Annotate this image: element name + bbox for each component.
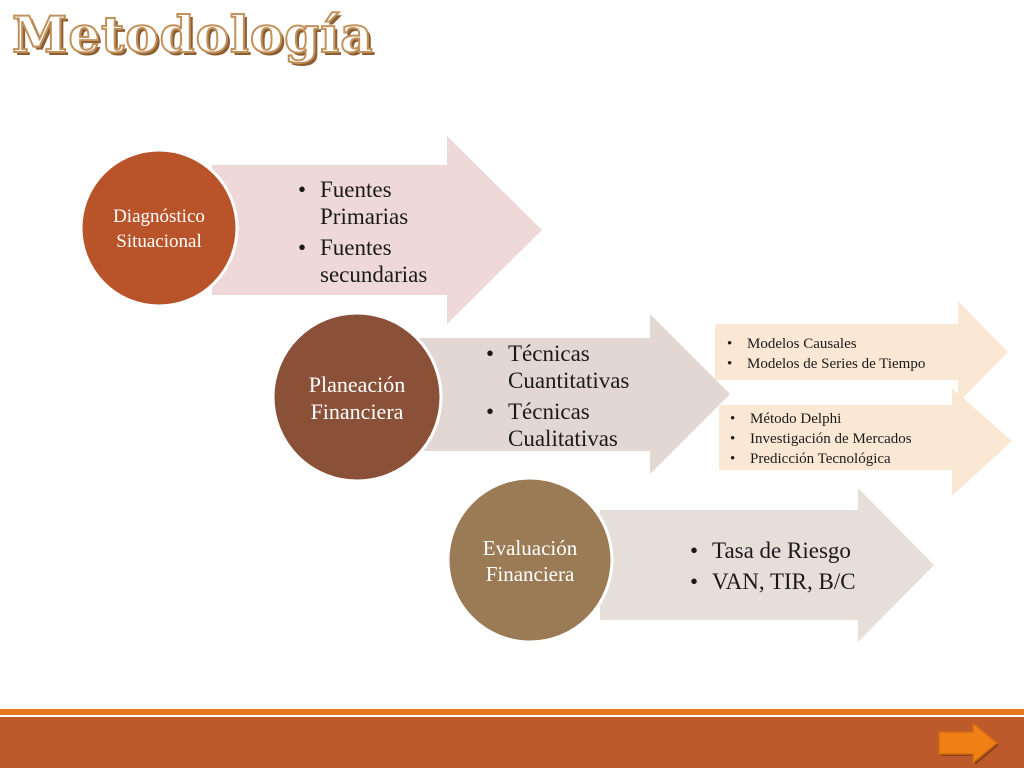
detail-item: Modelos Causales <box>727 334 967 354</box>
slide-title: Metodología <box>11 5 374 64</box>
stage-2-label-line-2: Financiera <box>311 399 404 424</box>
stage-3-bullets: Tasa de Riesgo VAN, TIR, B/C <box>690 537 880 599</box>
stage-arrow-1 <box>212 136 542 324</box>
arrow-right-icon <box>938 721 999 765</box>
stage-arrow-3 <box>600 488 934 642</box>
detail-item: Investigación de Mercados <box>730 429 960 449</box>
footer-bar <box>0 717 1024 768</box>
stage-1-label-line-2: Situacional <box>116 231 201 252</box>
detail-item: Predicción Tecnológica <box>730 449 960 469</box>
detail-box-1-items: Modelos Causales Modelos de Series de Ti… <box>727 334 967 374</box>
detail-item: Método Delphi <box>730 409 960 429</box>
bullet-item: VAN, TIR, B/C <box>690 568 880 595</box>
stage-2-label-line-1: Planeación <box>309 372 406 397</box>
stage-circle-1 <box>79 148 239 308</box>
detail-box-2-items: Método Delphi Investigación de Mercados … <box>730 409 960 469</box>
footer-accent-line <box>0 709 1024 715</box>
next-slide-button[interactable] <box>935 720 1001 766</box>
stage-3-label-line-2: Financiera <box>486 562 575 586</box>
bullet-item: Tasa de Riesgo <box>690 537 880 564</box>
detail-item: Modelos de Series de Tiempo <box>727 354 967 374</box>
stage-circle-2 <box>271 311 443 483</box>
stage-circle-3 <box>446 476 614 644</box>
stage-3-label-line-1: Evaluación <box>483 536 578 560</box>
stage-1-label-line-1: Diagnóstico <box>113 206 205 227</box>
